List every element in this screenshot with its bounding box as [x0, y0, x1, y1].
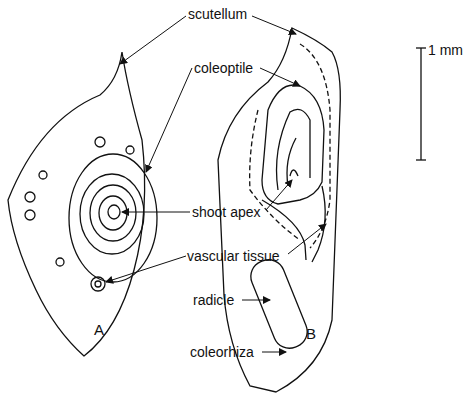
scale-tick	[416, 159, 426, 160]
vascular-bundle	[25, 192, 35, 202]
vascular-strand	[250, 110, 300, 240]
part-name: scutellum	[188, 6, 247, 22]
leaf-layer	[99, 196, 127, 230]
leaf-layer	[90, 185, 136, 241]
leader-line	[106, 256, 186, 282]
leader-line	[252, 16, 296, 34]
coleoptile-ring	[69, 154, 157, 282]
leader-line	[260, 68, 300, 86]
figure-letter: A	[94, 322, 104, 338]
scale-tick	[416, 47, 426, 48]
scale-label: 1 mm	[428, 42, 463, 58]
part-name: radicle	[193, 292, 234, 308]
vascular-bundle	[126, 146, 134, 154]
vascular-bundle	[95, 281, 101, 287]
leaf-layer	[108, 205, 120, 219]
radicle-body	[246, 255, 312, 353]
part-name: coleoptile	[194, 60, 253, 76]
leader-line	[262, 352, 286, 353]
leader-line	[242, 300, 270, 301]
part-name: shoot apex	[192, 204, 261, 220]
leader-line	[288, 224, 326, 254]
vascular-bundle	[25, 210, 35, 220]
vascular-bundle	[91, 277, 105, 291]
leaf-layer	[80, 174, 144, 254]
shoot-apex-b	[290, 170, 298, 176]
vascular-strand	[300, 44, 330, 248]
vascular-bundle	[39, 171, 47, 179]
vascular-bundle	[95, 137, 105, 147]
leader-line	[120, 16, 186, 64]
section-a-outline	[8, 52, 145, 356]
axis-outline	[312, 186, 325, 262]
part-name: coleorhiza	[190, 344, 254, 360]
leader-line	[266, 180, 292, 210]
vascular-bundle	[56, 258, 64, 266]
leaf-fold	[277, 109, 311, 190]
leader-line	[122, 212, 190, 213]
figure-letter: B	[306, 326, 316, 342]
leaf-fold	[287, 138, 296, 186]
leader-line	[146, 68, 192, 172]
scale-bar	[420, 48, 421, 160]
part-name: vascular tissue	[187, 248, 280, 264]
coleoptile-sheath	[262, 85, 324, 204]
